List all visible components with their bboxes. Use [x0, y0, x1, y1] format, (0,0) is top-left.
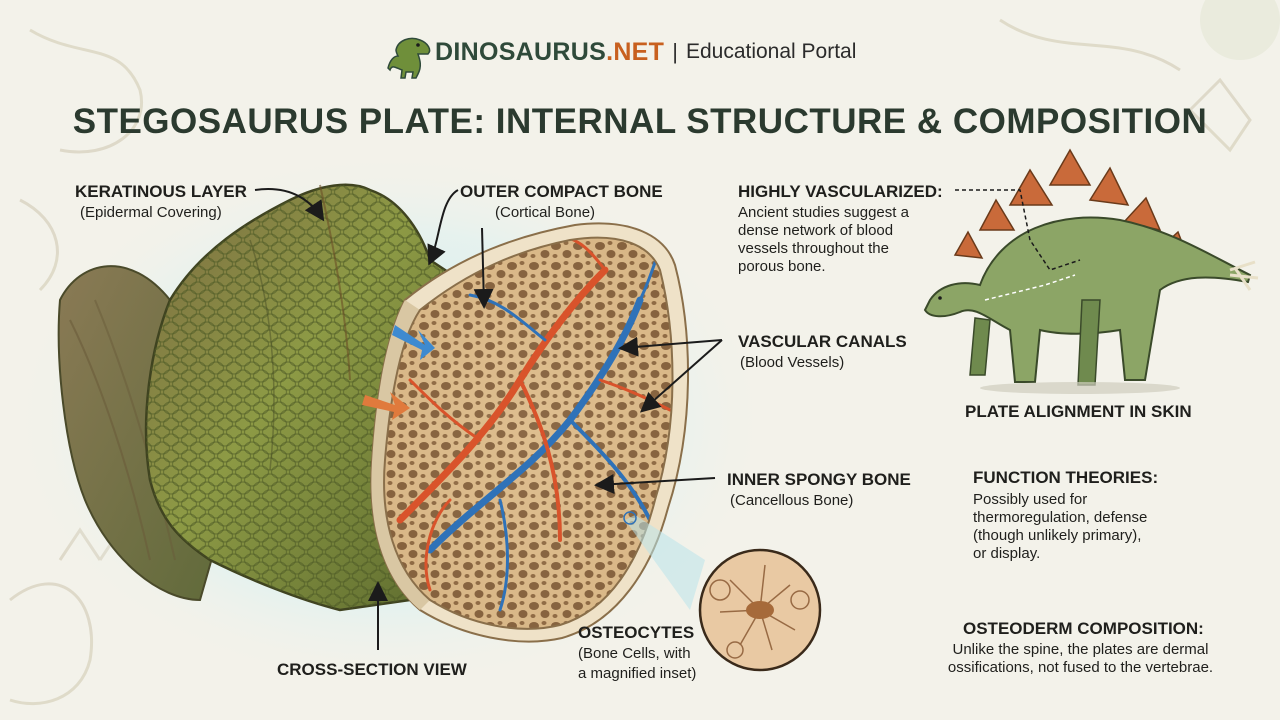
magnifier-inset-icon — [698, 548, 822, 672]
keratinous-sublabel: (Epidermal Covering) — [80, 204, 222, 221]
flow-arrow-orange — [362, 392, 410, 420]
osteoderm-line: ossifications, not fused to the vertebra… — [947, 659, 1214, 676]
brand-name[interactable]: DINOSAURUS.NET — [435, 38, 664, 67]
inner-spongy-bone — [384, 237, 673, 629]
dinosaur-logo-icon — [387, 37, 431, 79]
osteoderm-text: Unlike the spine, the plates are dermal … — [928, 641, 1233, 677]
function-line: thermoregulation, defense — [973, 509, 1148, 526]
cross-section-label: CROSS-SECTION VIEW — [277, 660, 467, 679]
osteoderm-title: OSTEODERM COMPOSITION: — [963, 619, 1204, 638]
function-text: Possibly used for thermoregulation, defe… — [973, 491, 1147, 563]
brand-name-tld: .NET — [606, 37, 665, 66]
brand-portal-label: Educational Portal — [685, 40, 857, 63]
function-line: or display. — [973, 545, 1041, 562]
plate-alignment-caption: PLATE ALIGNMENT IN SKIN — [965, 402, 1192, 421]
page-title: STEGOSAURUS PLATE: INTERNAL STRUCTURE & … — [72, 102, 1208, 141]
vascular-canals-label: VASCULAR CANALS — [738, 332, 907, 351]
brand-name-main: DINOSAURUS — [435, 37, 607, 66]
vascularized-title: HIGHLY VASCULARIZED: — [738, 182, 943, 201]
osteocytes-sublabel-1: (Bone Cells, with — [578, 645, 691, 662]
osteocytes-label: OSTEOCYTES — [578, 623, 695, 642]
stegosaurus-icon — [923, 148, 1259, 394]
vascularized-line: dense network of blood — [738, 222, 894, 239]
inner-bone-sublabel: (Cancellous Bone) — [730, 492, 854, 509]
leader-lines — [254, 188, 723, 650]
function-title: FUNCTION THEORIES: — [973, 468, 1159, 487]
keratinous-label: KERATINOUS LAYER — [75, 182, 247, 201]
vascularized-line: porous bone. — [738, 258, 826, 275]
vascularized-line: Ancient studies suggest a — [738, 204, 909, 221]
outer-bone-label: OUTER COMPACT BONE — [460, 182, 663, 201]
outer-bone-sublabel: (Cortical Bone) — [495, 204, 596, 221]
function-line: Possibly used for — [973, 491, 1088, 508]
brand-separator: | — [672, 39, 678, 64]
vascularized-text: Ancient studies suggest a dense network … — [738, 204, 909, 276]
osteocytes-sublabel-2: a magnified inset) — [578, 665, 697, 682]
osteoderm-line: Unlike the spine, the plates are dermal — [952, 641, 1209, 658]
vascular-canals-sublabel: (Blood Vessels) — [740, 354, 845, 371]
vascularized-line: vessels throughout the — [738, 240, 889, 257]
brand-header: DINOSAURUS.NET | Educational Portal — [385, 28, 856, 76]
inner-bone-label: INNER SPONGY BONE — [727, 470, 911, 489]
flow-arrow-blue — [392, 325, 435, 360]
function-line: (though unlikely primary), — [973, 527, 1142, 544]
